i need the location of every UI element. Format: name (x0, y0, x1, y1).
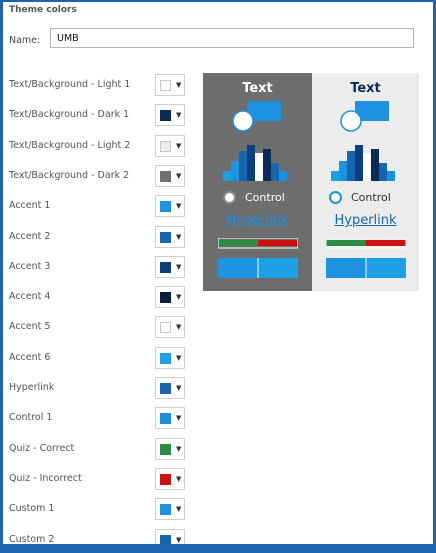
color-row-label: Text/Background - Dark 1 (9, 109, 130, 121)
color-swatch (160, 261, 171, 273)
color-swatch (160, 322, 171, 334)
color-picker-button[interactable]: ▼ (155, 104, 185, 127)
color-picker-button[interactable]: ▼ (155, 467, 185, 490)
color-row-label: Accent 5 (9, 321, 51, 333)
color-swatch (160, 473, 171, 485)
taskbar (0, 544, 436, 553)
preview-dark-control: Control (245, 191, 285, 204)
preview-light-quiz-bars (326, 238, 406, 278)
color-picker-button[interactable]: ▼ (155, 255, 185, 278)
chevron-down-icon: ▼ (176, 323, 182, 332)
chevron-down-icon: ▼ (176, 353, 182, 362)
color-swatch (160, 140, 171, 152)
color-row-label: Accent 4 (9, 291, 51, 303)
preview-light-radio (329, 191, 342, 204)
color-swatch (160, 201, 171, 213)
color-swatch (160, 231, 171, 243)
color-picker-button[interactable]: ▼ (155, 498, 185, 521)
color-row-label: Accent 1 (9, 200, 51, 212)
color-row-label: Custom 2 (9, 533, 55, 545)
color-row-label: Custom 1 (9, 503, 55, 515)
color-swatch (160, 383, 171, 394)
color-swatch (160, 504, 171, 516)
color-row-label: Text/Background - Dark 2 (9, 169, 130, 181)
preview-dark-bars (223, 145, 287, 181)
color-swatch (160, 292, 171, 304)
color-swatch (160, 80, 171, 91)
color-swatch (160, 413, 171, 425)
section-title: Theme colors (9, 5, 77, 15)
preview-light-hyperlink: Hyperlink (334, 213, 397, 228)
chevron-down-icon: ▼ (176, 111, 182, 120)
color-row-label: Text/Background - Light 2 (9, 139, 131, 151)
color-swatch (160, 443, 171, 455)
color-swatch (160, 352, 171, 364)
chevron-down-icon: ▼ (176, 505, 182, 514)
preview-dark-text: Text (242, 81, 273, 96)
color-picker-button[interactable]: ▼ (155, 377, 185, 399)
color-picker-button[interactable]: ▼ (155, 528, 185, 544)
color-picker-button[interactable]: ▼ (155, 316, 185, 339)
color-row-label: Control 1 (9, 412, 53, 424)
preview-dark-radio (223, 191, 236, 204)
color-picker-button[interactable]: ▼ (155, 74, 185, 96)
color-picker-button[interactable]: ▼ (155, 286, 185, 309)
theme-preview: Text Control Hyperlink (203, 73, 419, 291)
preview-light-text: Text (350, 81, 381, 96)
preview-light-bars (331, 145, 395, 181)
color-picker-button[interactable]: ▼ (155, 164, 185, 187)
color-picker-button[interactable]: ▼ (155, 195, 185, 218)
color-row-label: Quiz - Incorrect (9, 472, 82, 484)
color-picker-button[interactable]: ▼ (155, 437, 185, 460)
chevron-down-icon: ▼ (176, 474, 182, 483)
chevron-down-icon: ▼ (176, 414, 182, 423)
preview-dark: Text Control Hyperlink (203, 73, 312, 291)
preview-light: Text Control Hyperlink (312, 73, 419, 291)
chevron-down-icon: ▼ (176, 293, 182, 302)
color-swatch (160, 534, 171, 544)
color-row-label: Accent 3 (9, 260, 51, 272)
color-row-label: Accent 6 (9, 351, 51, 363)
color-picker-button[interactable]: ▼ (155, 134, 185, 157)
color-row-label: Accent 2 (9, 230, 51, 242)
color-picker-button[interactable]: ▼ (155, 346, 185, 369)
preview-light-control: Control (351, 191, 391, 204)
chevron-down-icon: ▼ (176, 202, 182, 211)
chevron-down-icon: ▼ (176, 262, 182, 271)
preview-dark-shapes (232, 101, 281, 132)
color-swatch (160, 110, 171, 122)
chevron-down-icon: ▼ (176, 171, 182, 180)
chevron-down-icon: ▼ (176, 141, 182, 150)
color-picker-button[interactable]: ▼ (155, 225, 185, 248)
preview-light-shapes (340, 101, 389, 132)
chevron-down-icon: ▼ (176, 444, 182, 453)
name-label: Name: (9, 35, 41, 46)
color-swatch (160, 170, 171, 182)
preview-dark-hyperlink: Hyperlink (226, 213, 289, 228)
color-row-label: Hyperlink (9, 382, 55, 393)
theme-colors-panel: Theme colors Name: Text/Background - Lig… (3, 2, 433, 544)
color-row-label: Text/Background - Light 1 (9, 79, 131, 90)
chevron-down-icon: ▼ (176, 232, 182, 241)
chevron-down-icon: ▼ (176, 535, 182, 544)
preview-dark-quiz-bars (218, 238, 298, 278)
chevron-down-icon: ▼ (176, 81, 182, 89)
chevron-down-icon: ▼ (176, 384, 182, 392)
color-picker-button[interactable]: ▼ (155, 407, 185, 430)
name-input[interactable] (50, 28, 414, 48)
color-row-label: Quiz - Correct (9, 442, 75, 454)
